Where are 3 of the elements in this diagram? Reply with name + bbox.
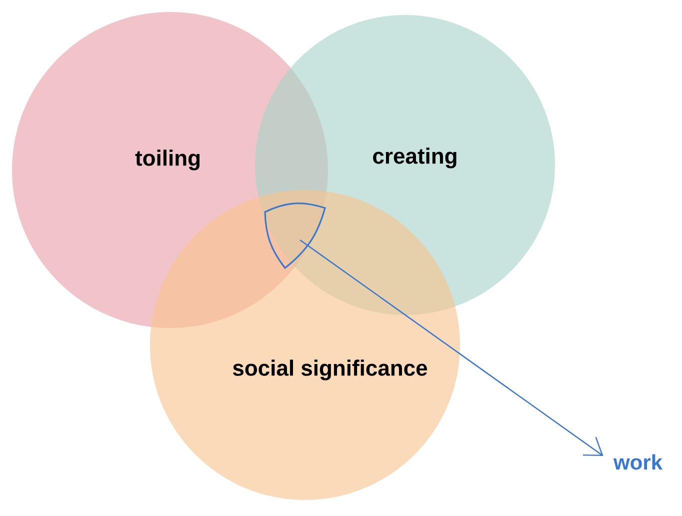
leader-arrow xyxy=(300,239,604,456)
intersection-region xyxy=(264,202,326,269)
callout-text: work xyxy=(613,454,663,470)
